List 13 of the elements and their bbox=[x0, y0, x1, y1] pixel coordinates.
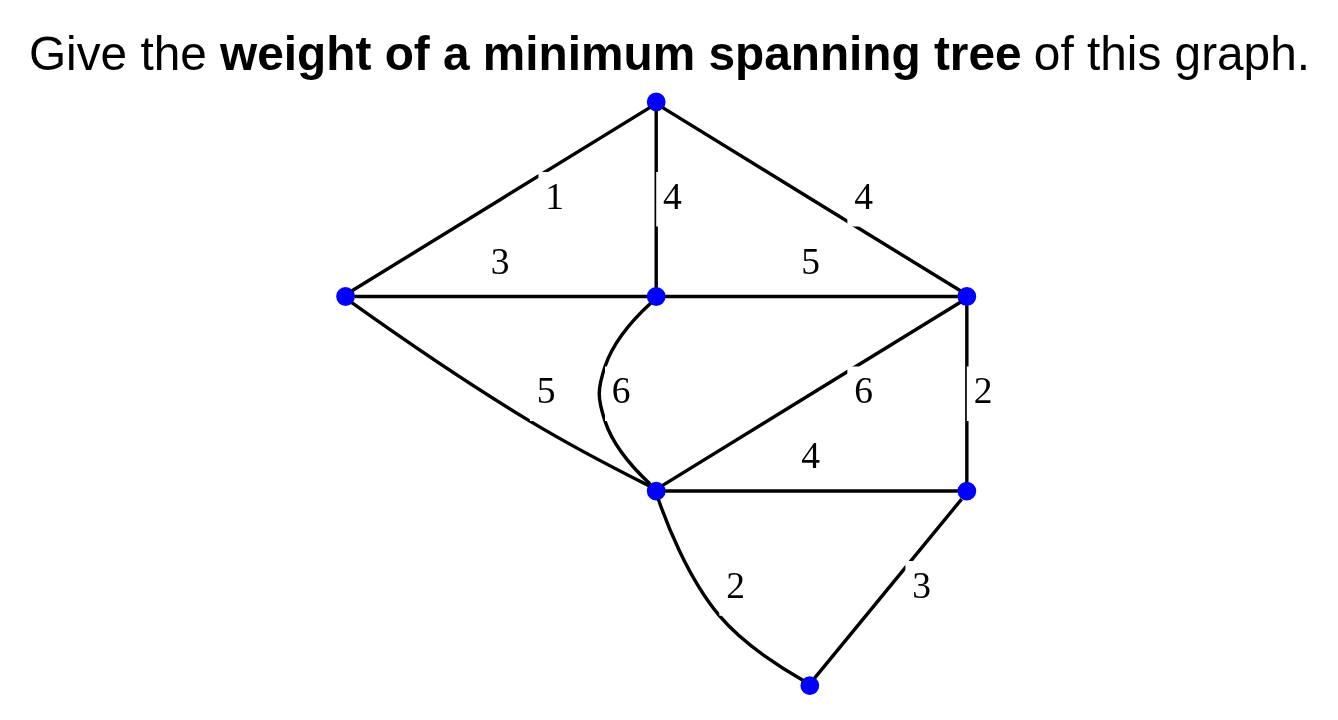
diagram-title: Give the weight of a minimum spanning tree of this graph. bbox=[28, 26, 1311, 80]
edge-label: 6 bbox=[611, 369, 631, 411]
edge-label: 4 bbox=[801, 434, 821, 476]
edge-label: 2 bbox=[973, 369, 993, 411]
edge-label: 4 bbox=[663, 175, 682, 217]
edge-label: 3 bbox=[490, 240, 510, 282]
edge-label: 1 bbox=[545, 175, 565, 217]
edge-label: 2 bbox=[726, 564, 745, 606]
edge-label: 5 bbox=[536, 369, 556, 411]
edge-label: 3 bbox=[912, 564, 931, 606]
edge-label: 6 bbox=[854, 369, 873, 411]
edge-label: 4 bbox=[854, 175, 873, 217]
edge-label: 5 bbox=[801, 240, 821, 282]
